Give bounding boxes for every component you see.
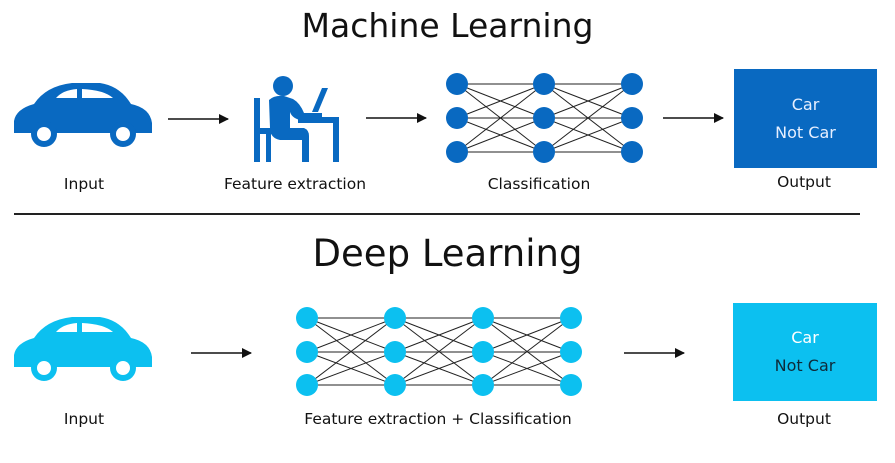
dl-input-label: Input [63, 410, 105, 428]
dl-network-connection [394, 317, 484, 353]
ml-input-car-icon [14, 83, 152, 147]
dl-combined-label: Feature extraction + Classification [304, 410, 572, 428]
ml-neural-network [446, 73, 643, 163]
dl-network-connection [306, 317, 396, 353]
dl-network-node [296, 341, 318, 363]
dl-title: Deep Learning [312, 232, 583, 275]
dl-network-node [560, 341, 582, 363]
ml-network-connection [456, 83, 545, 119]
ml-network-connection [456, 83, 545, 153]
dl-output-box: Car Not Car [733, 303, 877, 401]
dl-network-node [560, 374, 582, 396]
ml-network-node [533, 73, 555, 95]
ml-output-label: Output [777, 173, 831, 191]
dl-network-connection [306, 351, 396, 386]
ml-network-node [533, 107, 555, 129]
dl-network-connection [394, 317, 484, 386]
ml-network-connection [543, 117, 633, 153]
ml-network-connection [456, 117, 545, 153]
ml-output-not-car: Not Car [775, 122, 836, 142]
ml-feature-person-at-computer-icon [254, 76, 339, 162]
dl-network-node [296, 374, 318, 396]
dl-neural-network [296, 307, 582, 396]
ml-feature-label: Feature extraction [223, 175, 367, 193]
ml-network-node [446, 73, 468, 95]
dl-network-node [560, 307, 582, 329]
section-divider [14, 213, 860, 215]
ml-network-connection [543, 83, 633, 153]
ml-network-node [446, 141, 468, 163]
dl-input-car-icon [14, 317, 152, 381]
dl-network-connection [482, 317, 572, 353]
ml-network-node [621, 141, 643, 163]
dl-network-node [384, 374, 406, 396]
dl-network-node [472, 374, 494, 396]
ml-network-node [621, 73, 643, 95]
ml-title: Machine Learning [301, 6, 594, 45]
dl-network-connection [482, 317, 572, 386]
ml-network-connection [543, 83, 633, 119]
ml-network-node [446, 107, 468, 129]
dl-network-node [384, 307, 406, 329]
ml-output-box: Car Not Car [734, 69, 877, 168]
dl-network-connection [306, 317, 396, 386]
dl-output-car: Car [791, 328, 819, 347]
dl-network-node [472, 307, 494, 329]
dl-network-node [472, 341, 494, 363]
dl-network-connection [394, 351, 484, 386]
dl-network-connection [482, 351, 572, 386]
dl-output-not-car: Not Car [774, 356, 836, 375]
ml-classification-label: Classification [487, 175, 591, 193]
ml-input-label: Input [63, 175, 105, 193]
dl-network-node [296, 307, 318, 329]
dl-network-node [384, 341, 406, 363]
ml-output-car: Car [791, 94, 820, 114]
dl-output-label: Output [777, 410, 831, 428]
ml-network-node [533, 141, 555, 163]
ml-network-node [621, 107, 643, 129]
